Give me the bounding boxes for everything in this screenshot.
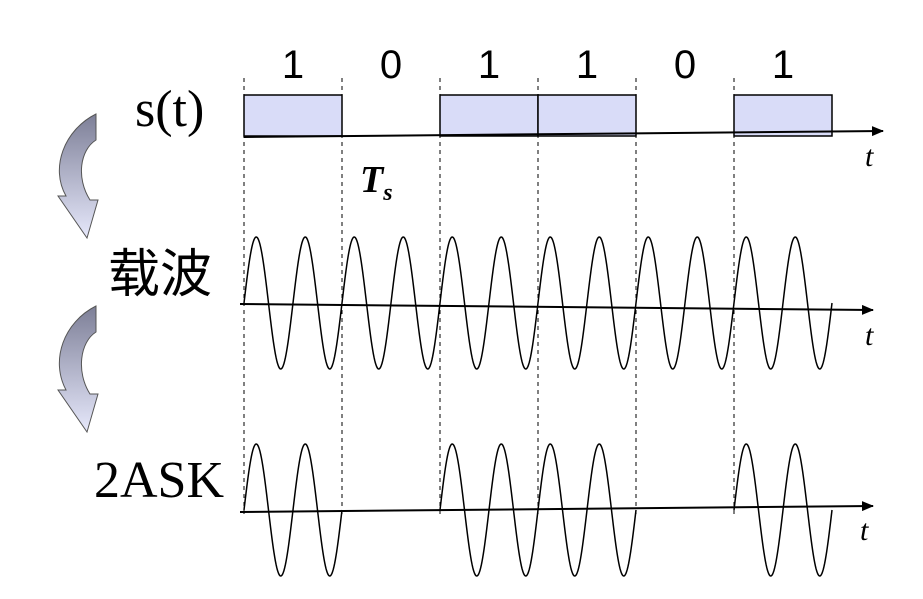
ask-burst <box>439 443 539 577</box>
bit-label: 1 <box>576 43 598 87</box>
ask-burst <box>733 443 833 577</box>
process-arrow-2 <box>57 305 99 434</box>
ask-axis-t: t <box>860 514 869 547</box>
bit-label: 0 <box>674 43 696 87</box>
signal-axis-t: t <box>865 140 874 173</box>
ask-label: 2ASK <box>94 452 224 509</box>
ask-burst <box>537 443 637 577</box>
carrier-label: 载波 <box>108 247 212 304</box>
baseband-pulses <box>243 94 833 137</box>
signal-label: s(t) <box>135 81 204 138</box>
bit-labels: 1 0 1 1 0 1 <box>282 43 794 87</box>
ask-burst <box>243 443 343 577</box>
pulse-high <box>243 94 343 137</box>
ask-time-axis <box>239 501 874 513</box>
bit-label: 0 <box>380 43 402 87</box>
carrier-time-axis <box>239 303 874 315</box>
pulse-high <box>537 94 637 137</box>
pulse-high <box>733 94 833 137</box>
bit-label: 1 <box>478 43 500 87</box>
period-label: Ts <box>360 159 393 206</box>
bit-label: 1 <box>282 43 304 87</box>
carrier-waveform <box>243 236 833 370</box>
carrier-axis-t: t <box>865 319 874 352</box>
ask-waveform <box>243 443 833 577</box>
signal-time-axis <box>243 126 884 138</box>
process-arrow-1 <box>57 113 99 240</box>
bit-label: 1 <box>772 43 794 87</box>
pulse-high <box>439 94 539 137</box>
